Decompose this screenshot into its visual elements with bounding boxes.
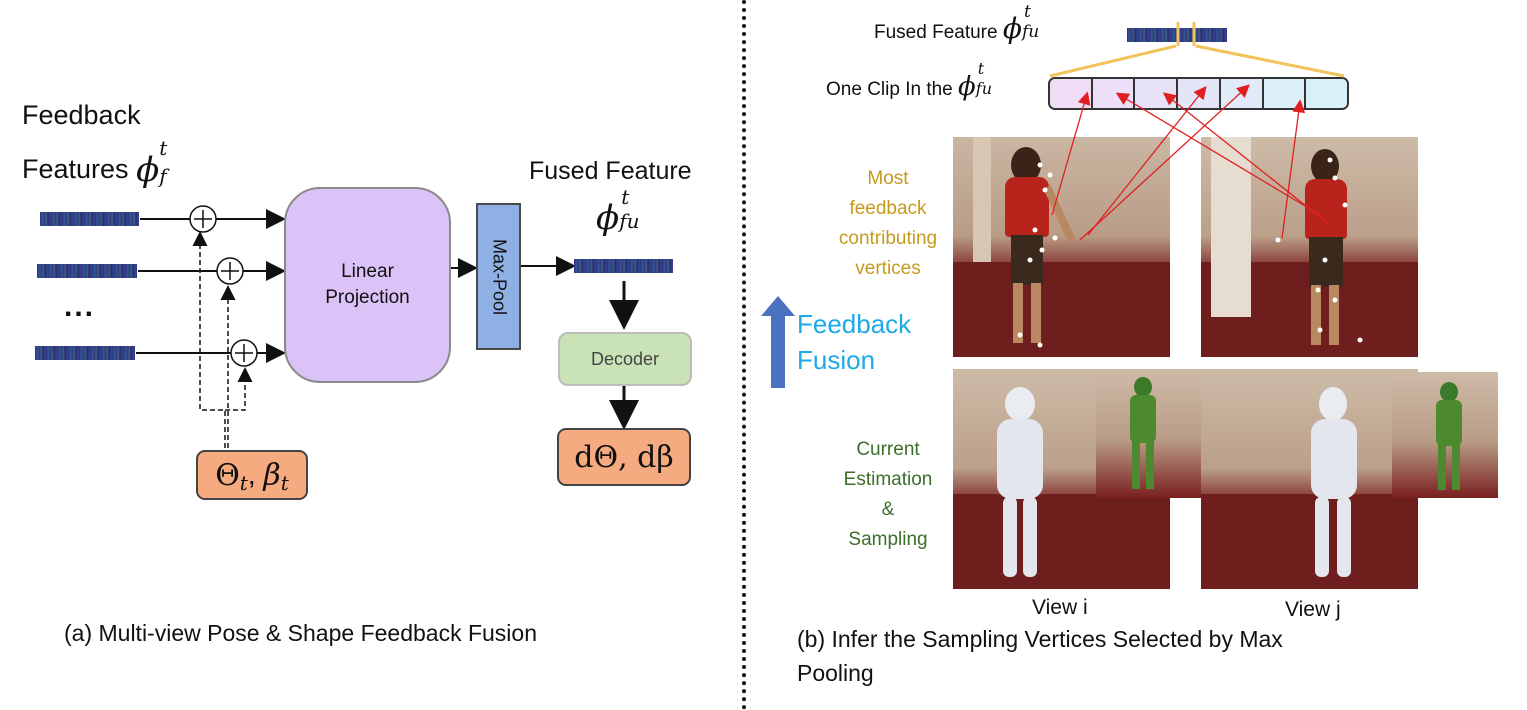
most-line-2: feedback (849, 198, 927, 219)
view-i-label: View i (1032, 596, 1088, 619)
b-fused-phi: ϕ (1002, 12, 1022, 45)
view-i-feedback-image (953, 137, 1170, 357)
current-estimation-label: Current Estimation & Sampling (830, 435, 946, 555)
panel-a-caption: (a) Multi-view Pose & Shape Feedback Fus… (64, 620, 537, 646)
current-line-2: Estimation (843, 469, 933, 490)
b-fused-feature-text: Fused Feature (874, 22, 998, 43)
feedback-superscript: t (159, 136, 168, 160)
b-fused-subscript: fu (1021, 22, 1040, 42)
beta-symbol: β (263, 457, 281, 493)
current-line-1: Current (856, 439, 920, 460)
ellipsis: ... (64, 290, 96, 323)
fused-phi: ϕ (596, 198, 620, 238)
current-line-4: Sampling (848, 529, 928, 550)
most-line-4: vertices (855, 258, 921, 279)
max-pool-block: Max-Pool (476, 203, 521, 350)
fused-subscript: fu (619, 209, 640, 233)
most-contributing-label: Most feedback contributing vertices (830, 164, 946, 284)
feedback-feature-bar-3 (35, 346, 135, 360)
view-i-sampling-image (1096, 369, 1202, 498)
decoder-block: Decoder (558, 332, 692, 386)
current-line-3: & (881, 499, 895, 520)
feedback-features-label-line1: Feedback (22, 100, 141, 130)
output-params-box: dΘ, dβ (557, 428, 691, 486)
theta-symbol: Θ (215, 457, 240, 493)
up-arrow-icon (761, 296, 795, 388)
clip-superscript: t (977, 59, 985, 78)
feedback-fusion-label: Feedback Fusion (797, 306, 911, 378)
b-fused-superscript: t (1023, 2, 1031, 22)
fused-feature-label: Fused Feature (529, 157, 692, 185)
fused-feature-bar (574, 259, 673, 273)
feedback-features-word: Features (22, 154, 129, 184)
clip-cell (1306, 79, 1347, 108)
most-line-3: contributing (838, 228, 938, 249)
linear-projection-block: Linear Projection (284, 187, 451, 383)
feedback-feature-bar-2 (37, 264, 137, 278)
clip-phi: ϕ (958, 72, 976, 102)
beta-subscript: t (280, 471, 289, 495)
clip-label-text: One Clip In the (826, 79, 953, 100)
theta-subscript: t (239, 471, 248, 495)
fusion-line-1: Feedback (797, 309, 912, 339)
clip-subscript: fu (975, 79, 992, 98)
panel-a-connectors (136, 205, 639, 448)
feedback-feature-bar-1 (40, 212, 139, 226)
decoder-label: Decoder (590, 348, 660, 369)
view-j-feedback-image (1201, 137, 1418, 357)
feedback-phi-symbol: ϕ (136, 150, 160, 190)
view-j-sampling-image (1392, 372, 1498, 498)
fusion-line-2: Fusion (797, 345, 876, 375)
panel-b-caption-line1: (b) Infer the Sampling Vertices Selected… (797, 626, 1283, 652)
feedback-subscript: f (159, 164, 167, 188)
linear-projection-label: Linear Projection (325, 261, 410, 308)
fused-superscript: t (621, 185, 630, 209)
most-line-1: Most (867, 168, 909, 189)
view-j-label: View j (1285, 598, 1341, 621)
add-circle-3 (230, 339, 258, 367)
output-params-label: dΘ, dβ (574, 439, 674, 475)
panel-b-caption-line2: Pooling (797, 660, 874, 686)
add-circle-1 (189, 205, 217, 233)
add-circle-2 (216, 257, 244, 285)
panel-divider (742, 0, 746, 710)
view-j-estimation-image (1201, 369, 1418, 589)
